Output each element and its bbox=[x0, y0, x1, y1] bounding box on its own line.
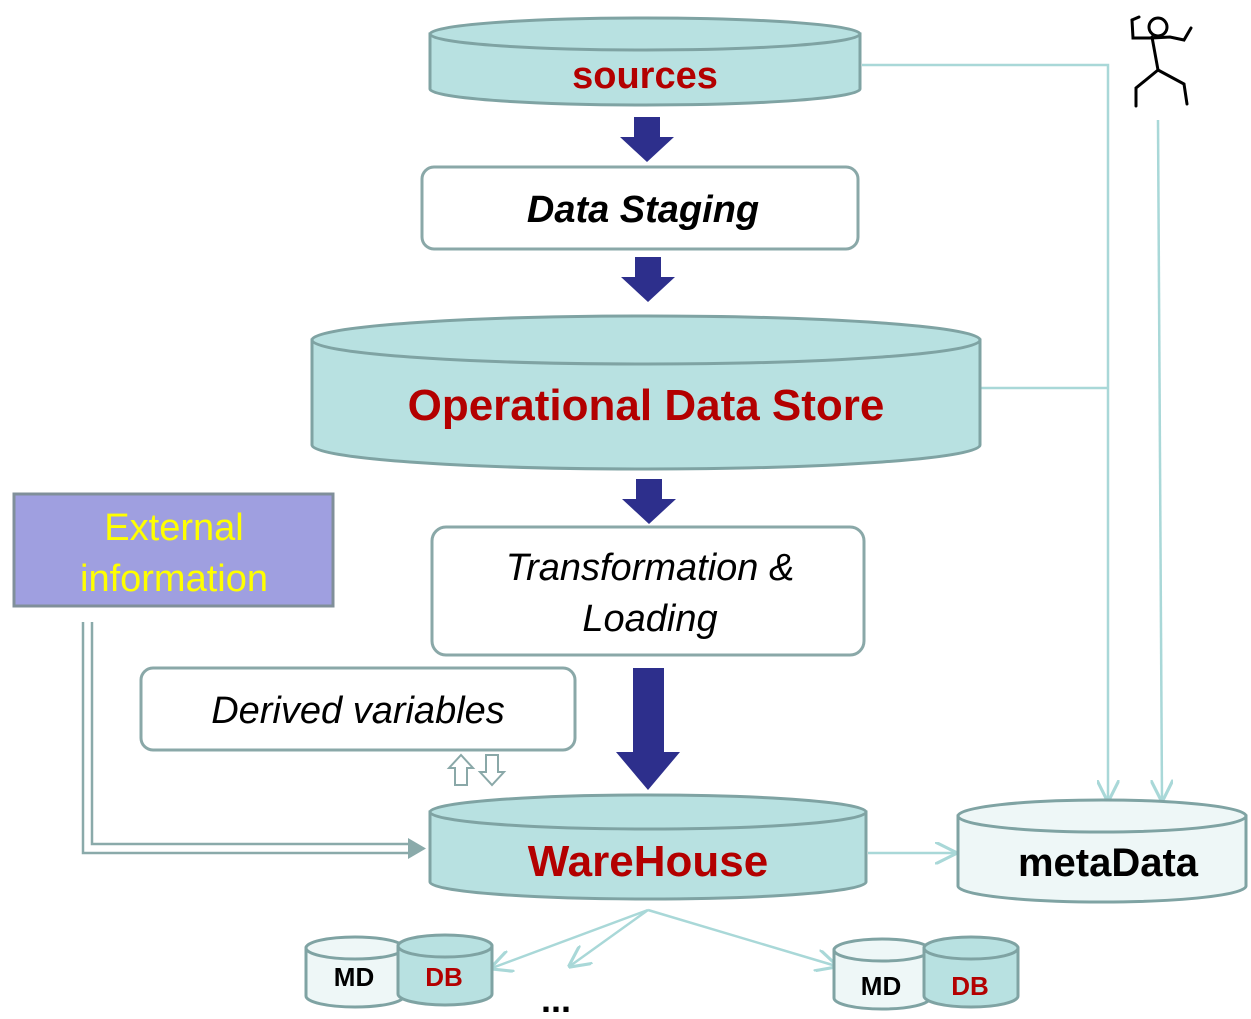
data-staging-label: Data Staging bbox=[527, 189, 759, 231]
flow-arrow-sources-staging bbox=[620, 117, 674, 162]
mart-right-md-label: MD bbox=[861, 971, 901, 1001]
derived-exchange-arrows bbox=[446, 753, 507, 787]
transformation-line2: Loading bbox=[582, 598, 717, 640]
down-arrow-icon bbox=[477, 754, 507, 787]
warehouse-to-ellipsis bbox=[570, 908, 649, 966]
external-to-warehouse-arrow bbox=[81, 622, 426, 859]
flow-arrow-ods-transformation bbox=[622, 479, 676, 524]
md-cylinder-right: MD bbox=[832, 937, 932, 1011]
ellipsis: ... bbox=[541, 979, 571, 1019]
mart-left-md-label: MD bbox=[334, 962, 374, 992]
external-information-box: External information bbox=[12, 492, 335, 608]
warehouse-to-mart-right bbox=[647, 908, 836, 966]
warehouse-cylinder: WareHouse bbox=[428, 793, 868, 901]
data-staging-box: Data Staging bbox=[420, 165, 860, 251]
transformation-line1: Transformation & bbox=[506, 547, 795, 589]
ods-cylinder: Operational Data Store bbox=[310, 314, 982, 471]
mart-left-db-label: DB bbox=[425, 962, 463, 992]
derived-variables-box: Derived variables bbox=[139, 666, 577, 752]
db-cylinder-right: DB bbox=[922, 935, 1020, 1009]
up-arrow-icon bbox=[446, 753, 476, 786]
transformation-loading-box: Transformation & Loading bbox=[430, 525, 866, 657]
flow-arrow-staging-ods bbox=[621, 257, 675, 302]
metadata-label: metaData bbox=[1018, 841, 1199, 885]
ods-label: Operational Data Store bbox=[408, 381, 885, 430]
data-mart-left: MD DB bbox=[304, 933, 494, 1009]
external-line1: External bbox=[104, 507, 243, 549]
metadata-connectors bbox=[492, 63, 1162, 968]
warehouse-label: WareHouse bbox=[528, 837, 768, 886]
user-meta-line bbox=[1158, 119, 1162, 800]
external-line2: information bbox=[80, 558, 268, 600]
flow-arrow-transformation-warehouse bbox=[616, 668, 680, 790]
sources-cylinder: sources bbox=[428, 16, 862, 107]
warehouse-to-mart-left bbox=[492, 908, 649, 968]
metadata-cylinder: metaData bbox=[956, 798, 1248, 904]
sources-label: sources bbox=[572, 55, 718, 97]
derived-variables-label: Derived variables bbox=[211, 690, 505, 732]
md-cylinder-left: MD bbox=[304, 935, 406, 1009]
data-mart-right: MD DB bbox=[832, 935, 1020, 1011]
mart-right-db-label: DB bbox=[951, 971, 989, 1001]
stick-figure-icon bbox=[1130, 15, 1193, 108]
sources-meta-line bbox=[862, 63, 1108, 800]
db-cylinder-left: DB bbox=[396, 933, 494, 1007]
